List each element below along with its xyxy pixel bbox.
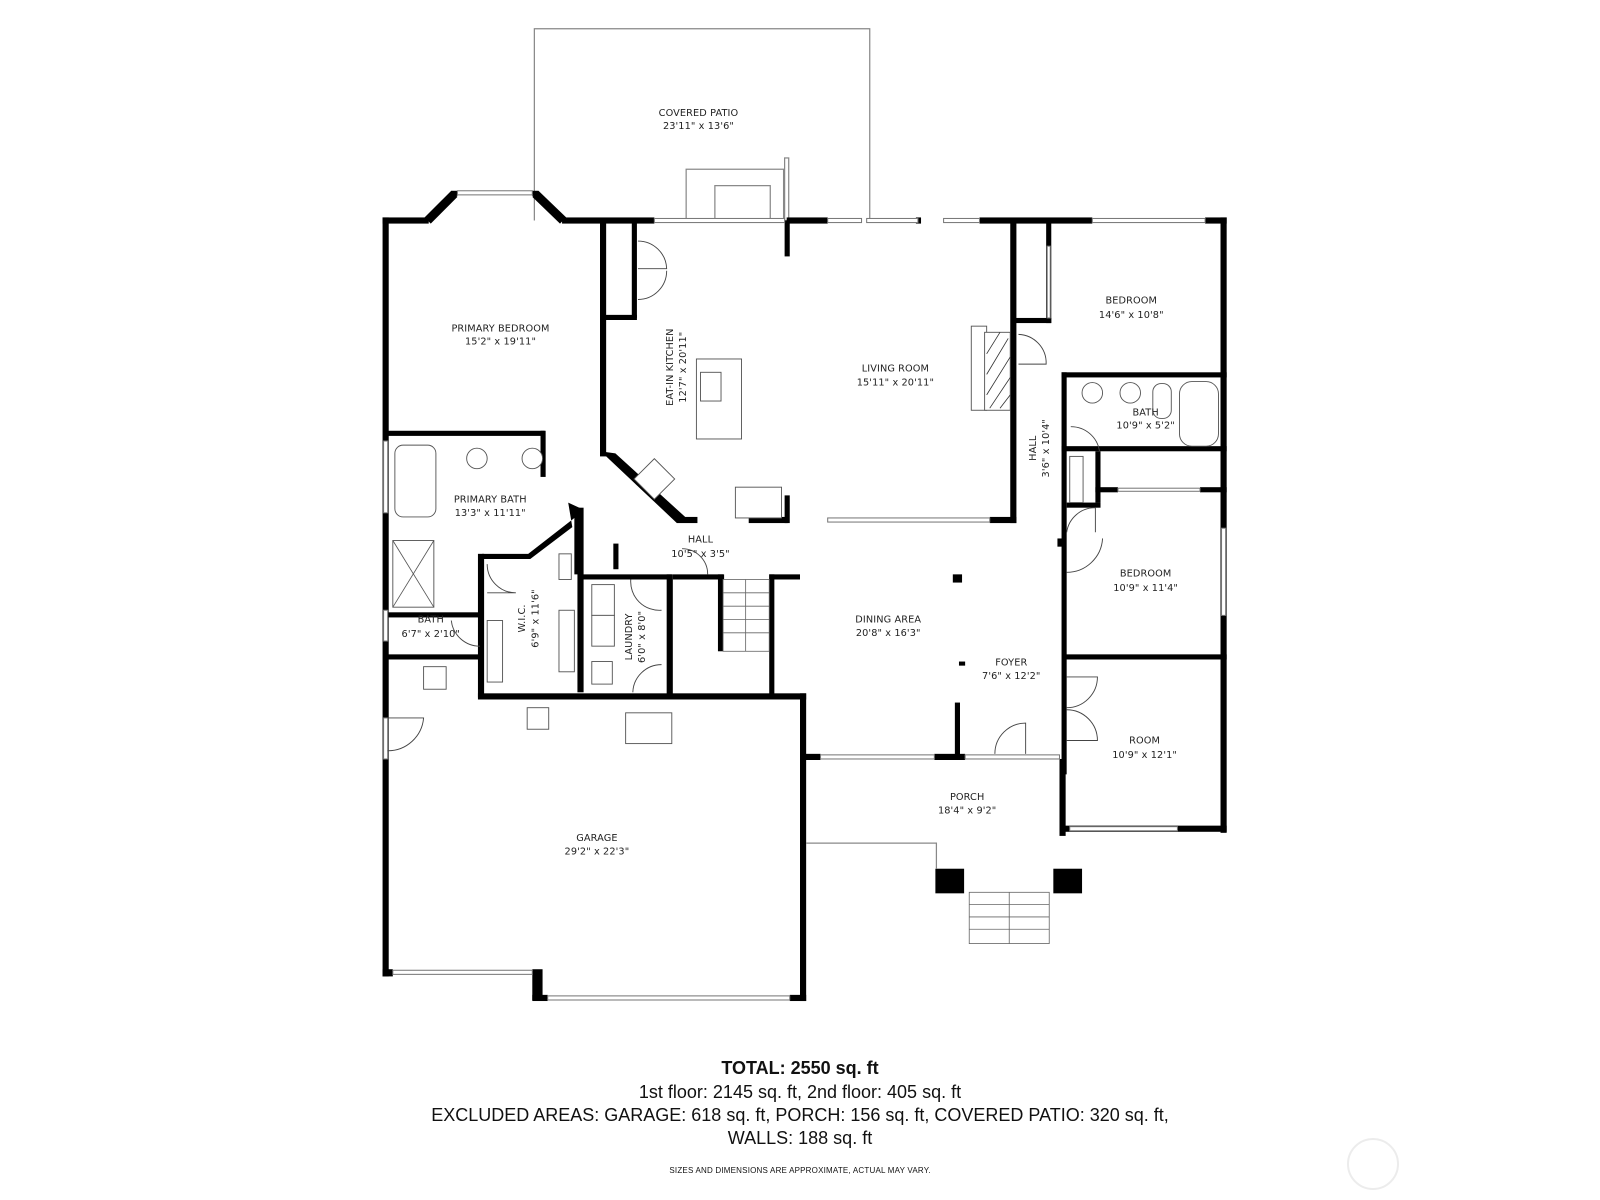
room-name-laundry: LAUNDRY <box>624 613 635 660</box>
sink <box>1119 382 1141 404</box>
room-name-bath-hall: BATH <box>1133 407 1159 418</box>
fixtures <box>392 325 1219 745</box>
cooktop <box>633 458 676 500</box>
disclaimer: SIZES AND DIMENSIONS ARE APPROXIMATE, AC… <box>669 1166 931 1175</box>
excluded-areas: EXCLUDED AREAS: GARAGE: 618 sq. ft, PORC… <box>431 1105 1169 1125</box>
toilet <box>1152 383 1172 419</box>
bathtub <box>1179 381 1219 447</box>
sink <box>1081 382 1104 404</box>
room-name-bath-small: BATH <box>418 615 444 626</box>
room-name-foyer: FOYER <box>995 658 1027 669</box>
walls-area: WALLS: 188 sq. ft <box>727 1128 873 1148</box>
room-name-wic: W.I.C. <box>517 604 528 632</box>
room-name-bedroom-2: BEDROOM <box>1120 568 1172 579</box>
room-dims-hall-center: 10'5" x 3'5" <box>671 549 729 560</box>
kitchen-sink <box>700 371 722 402</box>
stairs <box>722 579 770 652</box>
room-dims-primary-bedroom: 15'2" x 19'11" <box>465 337 536 348</box>
bathtub <box>394 444 437 518</box>
room-dims-garage: 29'2" x 22'3" <box>565 846 630 857</box>
room-dims-dining-area: 20'8" x 16'3" <box>856 628 921 639</box>
room-name-primary-bedroom: PRIMARY BEDROOM <box>451 323 549 334</box>
room-name-garage: GARAGE <box>576 833 617 844</box>
room-dims-laundry: 6'0" x 8'0" <box>637 611 648 663</box>
room-dims-bath-hall: 10'9" x 5'2" <box>1116 421 1174 432</box>
sink <box>466 447 488 470</box>
room-name-room: ROOM <box>1129 736 1160 747</box>
doors <box>387 240 1104 754</box>
room-dims-eat-in-kitchen: 12'7" x 20'11" <box>678 332 689 403</box>
porch-steps <box>806 842 1050 944</box>
room-dims-room: 10'9" x 12'1" <box>1112 750 1177 761</box>
room-dims-bedroom-1: 14'6" x 10'8" <box>1099 310 1164 321</box>
room-name-covered-patio: COVERED PATIO <box>659 108 739 119</box>
room-dims-porch: 18'4" x 9'2" <box>938 805 996 816</box>
sink <box>521 447 544 470</box>
room-dims-hall-east: 3'6" x 10'4" <box>1041 419 1052 477</box>
room-name-eat-in-kitchen: EAT-IN KITCHEN <box>665 328 676 405</box>
room-name-primary-bath: PRIMARY BATH <box>454 495 527 506</box>
room-dims-foyer: 7'6" x 12'2" <box>982 671 1040 682</box>
room-name-porch: PORCH <box>950 792 984 803</box>
room-dims-living-room: 15'11" x 20'11" <box>857 378 934 389</box>
room-name-hall-center: HALL <box>688 535 714 546</box>
floor-areas: 1st floor: 2145 sq. ft, 2nd floor: 405 s… <box>638 1082 962 1102</box>
room-name-hall-east: HALL <box>1028 435 1039 461</box>
room-dims-covered-patio: 23'11" x 13'6" <box>663 121 734 132</box>
room-dims-bath-small: 6'7" x 2'10" <box>402 629 460 640</box>
total-area: TOTAL: 2550 sq. ft <box>721 1058 879 1078</box>
windows <box>383 190 1227 1001</box>
room-name-living-room: LIVING ROOM <box>862 363 929 374</box>
room-name-bedroom-1: BEDROOM <box>1106 296 1158 307</box>
room-dims-bedroom-2: 10'9" x 11'4" <box>1113 583 1178 594</box>
room-dims-primary-bath: 13'3" x 11'11" <box>455 508 526 519</box>
watermark-logo-icon <box>1347 1138 1399 1190</box>
room-name-dining-area: DINING AREA <box>855 615 921 626</box>
room-labels: COVERED PATIO 23'11" x 13'6" PRIMARY BED… <box>402 108 1178 857</box>
room-dims-wic: 6'9" x 11'6" <box>530 589 541 647</box>
